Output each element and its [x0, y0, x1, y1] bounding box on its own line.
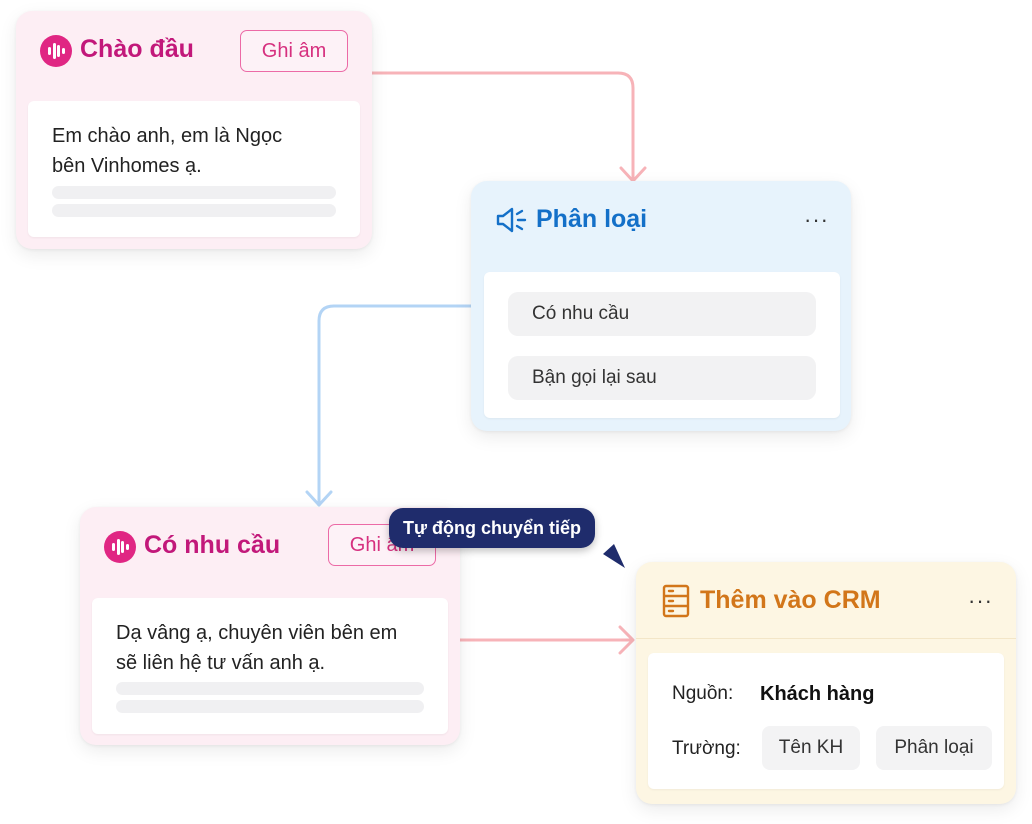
field-chip-name[interactable]: Tên KH	[762, 726, 860, 770]
speaker-icon	[496, 207, 527, 233]
fields-label: Trường:	[672, 738, 741, 759]
connector-classify-to-interested	[317, 304, 473, 507]
audio-wave-icon	[104, 531, 136, 563]
auto-forward-tooltip: Tự động chuyển tiếp	[389, 508, 596, 548]
node-classify[interactable]: Phân loại ··· Có nhu cầu Bận gọi lại sau	[471, 181, 851, 431]
arrowhead-crm	[618, 625, 635, 655]
node-crm[interactable]: Thêm vào CRM ··· Nguồn: Khách hàng Trườn…	[636, 562, 1016, 804]
more-icon[interactable]: ···	[968, 588, 993, 613]
option-interested[interactable]: Có nhu cầu	[508, 292, 816, 336]
message-line: sẽ liên hệ tư vấn anh ạ.	[116, 652, 326, 674]
more-icon[interactable]: ···	[804, 207, 829, 232]
cursor-pointer-icon	[603, 544, 625, 568]
database-icon	[662, 584, 690, 618]
node-title: Chào đầu	[80, 35, 194, 63]
options-panel: Có nhu cầu Bận gọi lại sau	[484, 272, 840, 418]
node-title: Phân loại	[536, 205, 648, 233]
node-title: Thêm vào CRM	[700, 586, 881, 614]
message-panel: Dạ vâng ạ, chuyên viên bên em sẽ liên hệ…	[92, 598, 448, 734]
message-line: bên Vinhomes ạ.	[52, 155, 202, 177]
message-line: Dạ vâng ạ, chuyên viên bên em	[116, 622, 398, 644]
audio-wave-icon	[40, 35, 72, 67]
field-chip-classify[interactable]: Phân loại	[876, 726, 992, 770]
header-divider	[636, 638, 1016, 639]
crm-fields-panel: Nguồn: Khách hàng Trường: Tên KH Phân lo…	[648, 653, 1004, 789]
source-value: Khách hàng	[760, 683, 875, 705]
node-interested[interactable]: Có nhu cầu Ghi âm Dạ vâng ạ, chuyên viên…	[80, 507, 460, 745]
record-button[interactable]: Ghi âm	[240, 30, 348, 72]
skeleton-line	[116, 700, 424, 713]
connector-greeting-to-classify	[370, 71, 635, 182]
message-line: Em chào anh, em là Ngọc	[52, 125, 283, 147]
message-panel: Em chào anh, em là Ngọc bên Vinhomes ạ.	[28, 101, 360, 237]
source-label: Nguồn:	[672, 683, 734, 704]
skeleton-line	[52, 204, 336, 217]
skeleton-line	[116, 682, 424, 695]
node-greeting[interactable]: Chào đầu Ghi âm Em chào anh, em là Ngọc …	[16, 11, 372, 249]
option-call-later[interactable]: Bận gọi lại sau	[508, 356, 816, 400]
skeleton-line	[52, 186, 336, 199]
arrowhead-interested	[305, 490, 333, 507]
node-title: Có nhu cầu	[144, 531, 281, 559]
